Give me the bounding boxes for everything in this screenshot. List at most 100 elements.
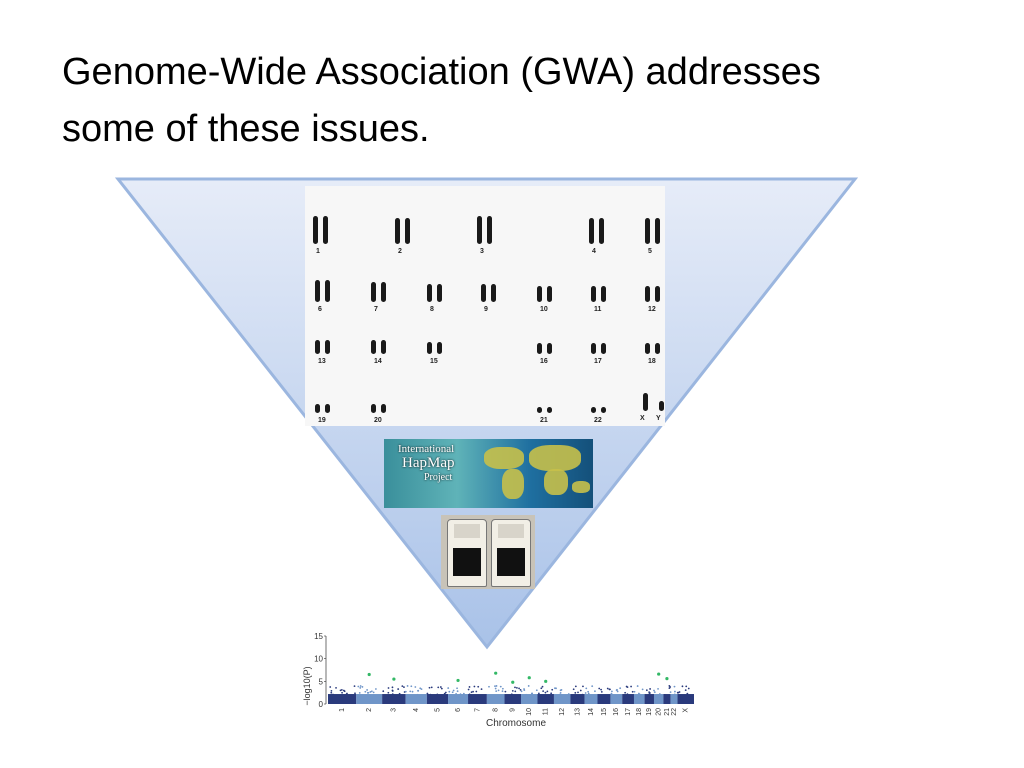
manhattan-point — [429, 693, 432, 696]
chromosome-label-17: 17 — [594, 358, 602, 365]
manhattan-xtick-label: 4 — [413, 708, 420, 712]
manhattan-xtick-label: 7 — [474, 708, 481, 712]
manhattan-point — [610, 692, 613, 695]
chromosome-label-2: 2 — [398, 248, 402, 255]
chromosome-shape — [325, 340, 330, 354]
manhattan-point — [653, 689, 655, 692]
chromosome-label-18: 18 — [648, 358, 656, 365]
manhattan-chromosome-block — [677, 694, 694, 704]
manhattan-point — [555, 687, 557, 690]
manhattan-xtick-label: 20 — [656, 708, 663, 716]
manhattan-significant-point — [527, 676, 531, 680]
manhattan-point — [641, 688, 644, 691]
manhattan-point — [579, 689, 582, 692]
manhattan-point — [358, 692, 361, 694]
chip-left — [447, 519, 487, 587]
manhattan-point — [572, 688, 575, 691]
manhattan-point — [631, 690, 634, 693]
landmass-shape — [484, 447, 524, 469]
manhattan-point — [686, 692, 689, 695]
manhattan-point — [668, 685, 671, 687]
manhattan-point — [387, 687, 390, 689]
manhattan-xtick-label: 11 — [543, 708, 550, 715]
chromosome-shape — [547, 343, 552, 354]
manhattan-chromosome-block — [504, 694, 522, 704]
manhattan-point — [411, 690, 414, 693]
manhattan-point — [600, 688, 602, 691]
manhattan-point — [357, 685, 360, 688]
manhattan-point — [673, 693, 676, 696]
manhattan-point — [511, 690, 514, 692]
manhattan-point — [551, 688, 554, 691]
manhattan-point — [488, 685, 490, 688]
chromosome-shape — [313, 216, 318, 244]
chromosome-label-8: 8 — [430, 306, 434, 313]
manhattan-chromosome-block — [486, 694, 505, 704]
manhattan-point — [531, 692, 534, 695]
manhattan-point — [598, 687, 601, 690]
chromosome-label-5: 5 — [648, 248, 652, 255]
manhattan-point — [387, 691, 390, 694]
manhattan-xtick-label: 13 — [574, 708, 581, 716]
manhattan-point — [468, 686, 471, 688]
chromosome-label-15: 15 — [430, 358, 438, 365]
manhattan-point — [510, 693, 513, 696]
manhattan-point — [540, 687, 543, 690]
manhattan-point — [535, 689, 538, 692]
manhattan-point — [587, 692, 590, 695]
manhattan-point — [332, 693, 334, 696]
manhattan-point — [546, 690, 549, 693]
hapmap-logo: International HapMap Project — [384, 439, 593, 508]
manhattan-point — [427, 693, 430, 696]
chromosome-label-9: 9 — [484, 306, 488, 313]
manhattan-point — [359, 685, 362, 687]
manhattan-xtick-label: 10 — [526, 708, 533, 716]
manhattan-point — [346, 692, 348, 695]
chromosome-shape — [643, 393, 648, 411]
chromosome-shape — [437, 342, 442, 354]
manhattan-point — [542, 690, 545, 693]
manhattan-point — [648, 693, 651, 695]
chromosome-label-16: 16 — [540, 358, 548, 365]
manhattan-point — [541, 685, 544, 688]
manhattan-point — [341, 691, 343, 694]
manhattan-point — [495, 690, 498, 693]
manhattan-point — [684, 689, 687, 692]
chromosome-shape — [427, 284, 432, 302]
manhattan-chromosome-block — [570, 694, 585, 704]
chromosome-label-1: 1 — [316, 248, 320, 255]
manhattan-xtick-label: 3 — [391, 708, 398, 712]
manhattan-point — [544, 691, 547, 694]
chip-label-area — [454, 524, 480, 538]
manhattan-xtick-label: 17 — [625, 708, 632, 716]
chromosome-label-7: 7 — [374, 306, 378, 313]
chromosome-shape — [591, 343, 596, 354]
manhattan-point — [480, 688, 483, 691]
manhattan-point — [370, 690, 373, 693]
manhattan-point — [428, 686, 431, 689]
manhattan-point — [361, 686, 364, 688]
manhattan-xtick-label: 1 — [339, 708, 346, 712]
manhattan-point — [559, 693, 562, 696]
manhattan-points — [328, 671, 694, 704]
manhattan-point — [518, 687, 520, 690]
chromosome-label-4: 4 — [592, 248, 596, 255]
chromosome-shape — [601, 343, 606, 354]
manhattan-ytick-label: 10 — [314, 655, 323, 664]
manhattan-chromosome-block — [653, 694, 664, 704]
chromosome-label-12: 12 — [648, 306, 656, 313]
manhattan-point — [626, 693, 629, 696]
manhattan-point — [645, 689, 648, 692]
chromosome-shape — [591, 286, 596, 302]
chromosome-shape — [655, 286, 660, 302]
manhattan-point — [404, 690, 407, 693]
chip-array — [497, 548, 525, 576]
manhattan-point — [436, 693, 439, 696]
chromosome-label-13: 13 — [318, 358, 326, 365]
chromosome-shape — [491, 284, 496, 302]
manhattan-point — [649, 688, 651, 690]
manhattan-chromosome-block — [468, 694, 487, 704]
manhattan-chromosome-block — [382, 694, 406, 704]
chromosome-shape — [645, 343, 650, 354]
